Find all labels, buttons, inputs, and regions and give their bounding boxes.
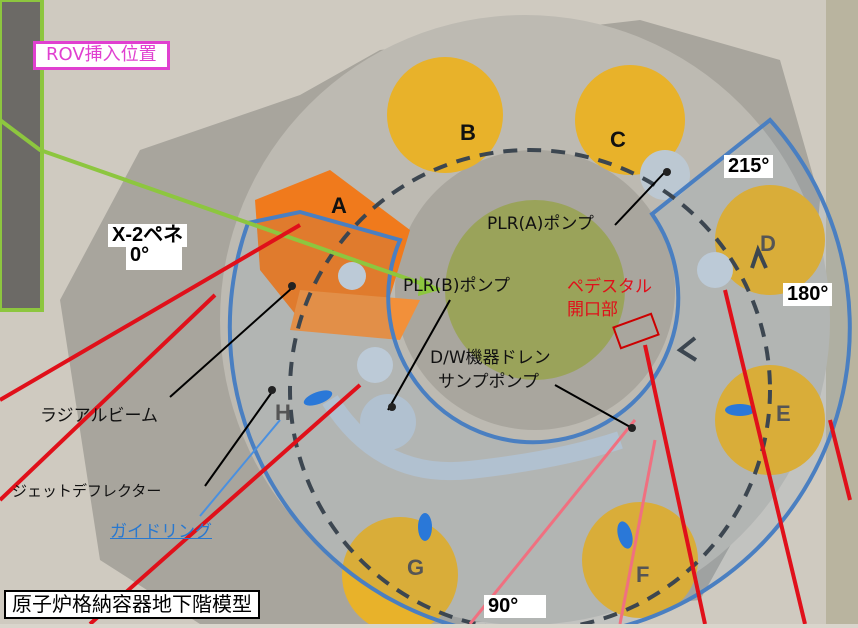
- vent-b: [387, 57, 503, 173]
- letter-b: B: [460, 120, 476, 145]
- angle-215-label: 215°: [724, 155, 774, 178]
- pump-left: [338, 262, 366, 290]
- plr-a-pump-label: PLR(A)ポンプ: [487, 214, 594, 234]
- pipe-loop: [322, 395, 623, 481]
- ring-arrow: [676, 336, 698, 362]
- letter-d: D: [760, 231, 776, 256]
- dot-plr-b: [388, 403, 396, 411]
- plr-b-pump-2: [357, 347, 393, 383]
- dot-plr-a: [663, 168, 671, 176]
- vent-f: [582, 502, 698, 618]
- red-line-1: [0, 223, 302, 402]
- rov-label: ROV挿入位置: [33, 41, 170, 70]
- red-line-4: [643, 344, 707, 625]
- red-line-6: [828, 419, 852, 501]
- letter-g: G: [407, 555, 425, 580]
- dot-radial-beam: [288, 282, 296, 290]
- orange-structure-a: [255, 170, 410, 330]
- pedestal-label-2: 開口部: [567, 300, 618, 320]
- pump-d: [697, 252, 733, 288]
- pedestal-opening-box: [612, 312, 660, 350]
- dw-drain-label-1: D/W機器ドレン: [430, 348, 551, 368]
- letter-f: F: [636, 562, 650, 587]
- vent-d: [715, 185, 825, 295]
- radial-beam-label: ラジアルビーム: [40, 406, 158, 426]
- red-line-3: [88, 383, 362, 626]
- marker-g: [418, 513, 432, 541]
- pink-line-2: [618, 439, 657, 625]
- red-line-2: [0, 293, 217, 502]
- jet-deflector-label: ジェットデフレクター: [12, 482, 162, 500]
- letter-a: A: [331, 193, 347, 218]
- leader-guide-ring: [199, 419, 281, 517]
- plr-b-pump-label: PLR(B)ポンプ: [403, 276, 510, 296]
- pedestal-label-1: ペデスタル: [567, 277, 652, 297]
- dashed-guide-ring: [288, 148, 772, 628]
- angle-180-label: 180°: [783, 283, 833, 306]
- dot-dw: [628, 424, 636, 432]
- letter-c: C: [610, 127, 626, 152]
- letter-e: E: [776, 401, 791, 426]
- leader-plr-a: [614, 171, 666, 226]
- pink-line-1: [468, 419, 637, 625]
- green-arrowhead: [418, 276, 440, 296]
- pedestal-interior: [445, 200, 625, 380]
- leader-plr-b: [387, 299, 451, 411]
- leader-jet-deflector: [204, 391, 273, 487]
- angle-0-label: 0°: [126, 244, 182, 270]
- right-photo-inset: [826, 0, 858, 624]
- blue-outline-region: [227, 117, 852, 628]
- leader-dw: [554, 384, 633, 429]
- guide-ring-label[interactable]: ガイドリング: [110, 522, 212, 542]
- vent-g: [342, 517, 458, 628]
- marker-e: [725, 404, 755, 416]
- x2-pene-label: X-2ペネ: [108, 224, 188, 247]
- diagram-title: 原子炉格納容器地下階模型: [4, 590, 260, 619]
- vent-c: [575, 65, 685, 175]
- marker-f: [617, 521, 633, 549]
- letter-h: H: [275, 400, 291, 425]
- green-photo-frame: [0, 0, 44, 312]
- ring-arrow-d: [750, 244, 768, 269]
- plr-b-pump: [360, 394, 416, 450]
- dw-drain-label-2: サンプポンプ: [438, 372, 539, 392]
- dot-jet: [268, 386, 276, 394]
- leader-radial-beam: [169, 287, 293, 398]
- marker-h: [303, 390, 333, 406]
- red-line-5: [723, 289, 807, 625]
- angle-90-label: 90°: [484, 595, 546, 618]
